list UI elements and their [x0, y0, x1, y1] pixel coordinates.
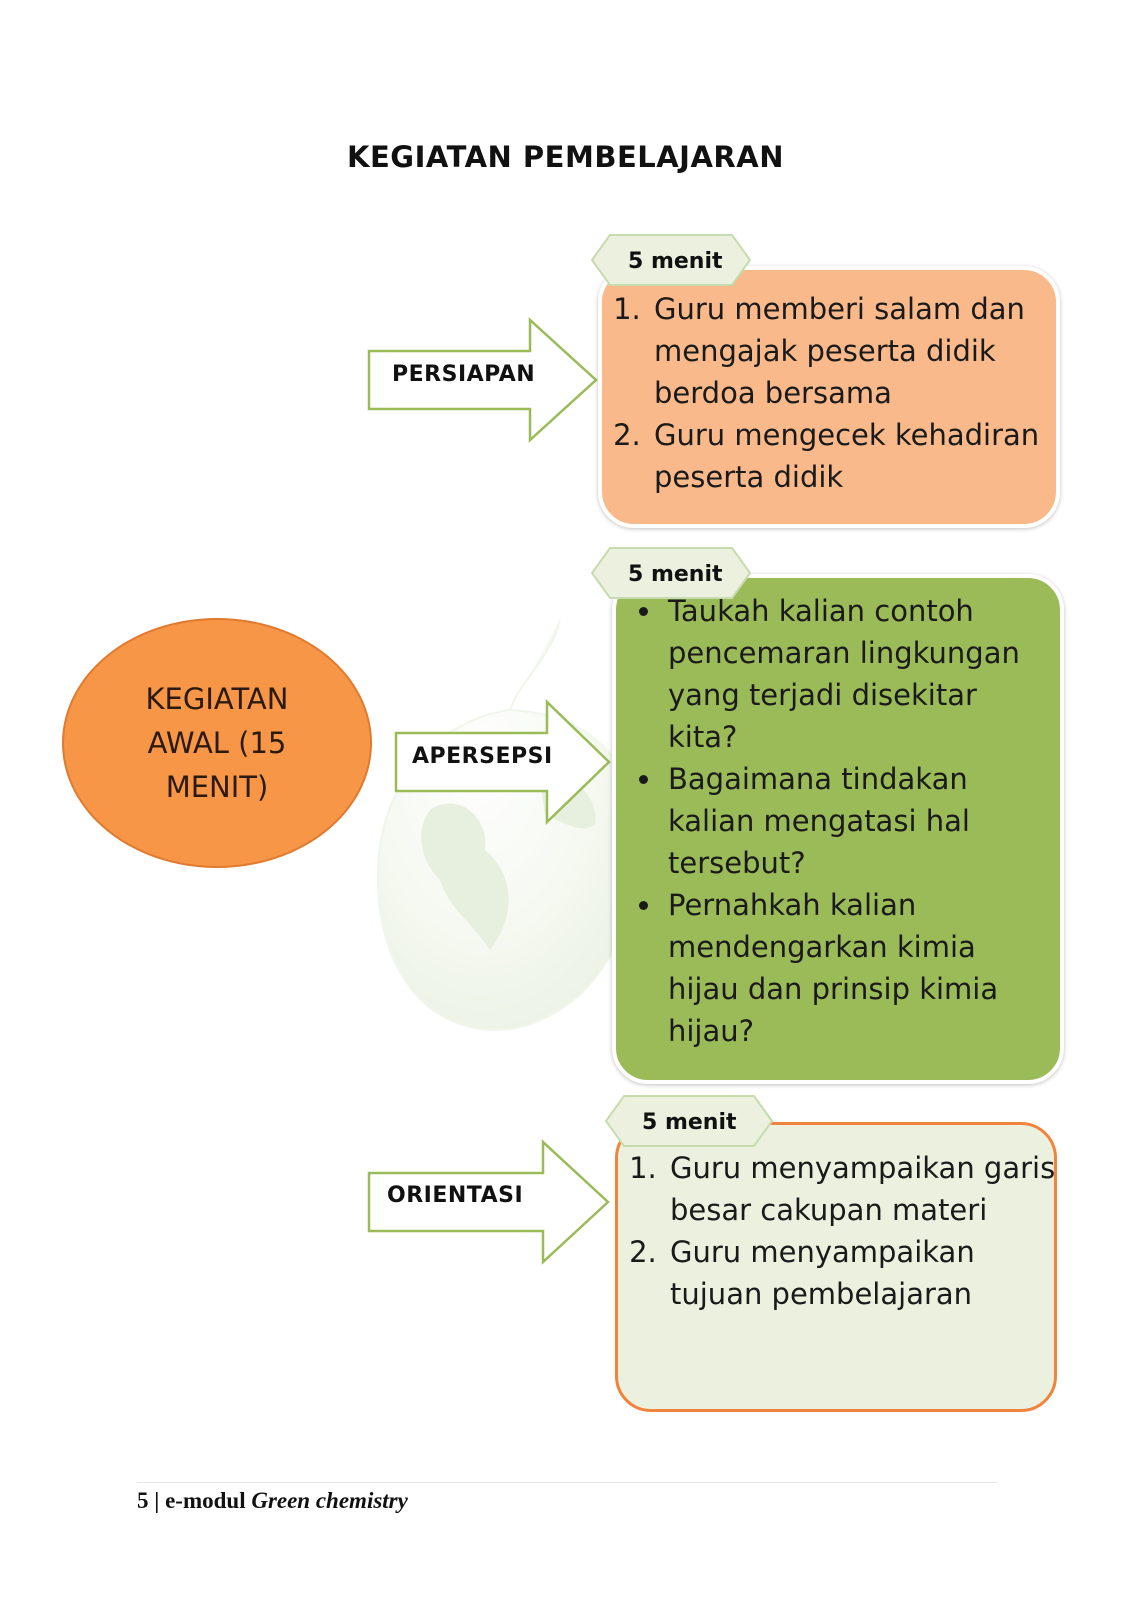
persiapan-label: PERSIAPAN [392, 362, 536, 387]
apersepsi-box: Taukah kalian contoh pencemaran lingkung… [612, 574, 1064, 1084]
persiapan-list: Guru memberi salam dan mengajak peserta … [612, 288, 1070, 498]
list-item: Guru mengecek kehadiran peserta didik [650, 414, 1070, 498]
footer-divider [137, 1482, 997, 1483]
orientasi-arrow [367, 1139, 610, 1265]
list-item: Pernahkah kalian mendengarkan kimia hija… [664, 884, 1024, 1052]
orientasi-label: ORIENTASI [387, 1183, 524, 1208]
orientasi-list: Guru menyampaikan garis besar cakupan ma… [628, 1147, 1076, 1315]
list-item: Guru menyampaikan tujuan pembelajaran [666, 1231, 1076, 1315]
list-item: Taukah kalian contoh pencemaran lingkung… [664, 590, 1024, 758]
apersepsi-label: APERSEPSI [412, 744, 553, 769]
list-item: Bagaimana tindakan kalian mengatasi hal … [664, 758, 1024, 884]
orientasi-duration-tab [604, 1095, 774, 1147]
persiapan-arrow [367, 317, 598, 443]
apersepsi-duration-tab [590, 547, 752, 599]
apersepsi-duration: 5 menit [628, 562, 723, 587]
globe-icon [376, 620, 640, 1032]
persiapan-duration: 5 menit [628, 249, 723, 274]
list-item: Guru menyampaikan garis besar cakupan ma… [666, 1147, 1076, 1231]
page-title: KEGIATAN PEMBELAJARAN [347, 140, 784, 174]
list-item: Guru memberi salam dan mengajak peserta … [650, 288, 1070, 414]
footer-prefix: e-modul [165, 1488, 246, 1513]
persiapan-duration-tab [590, 234, 752, 286]
orientasi-box: Guru menyampaikan garis besar cakupan ma… [615, 1122, 1057, 1412]
footer-separator: | [154, 1488, 160, 1513]
apersepsi-arrow [394, 699, 611, 825]
kegiatan-awal-label: KEGIATAN AWAL (15 MENIT) [145, 682, 289, 804]
persiapan-box: Guru memberi salam dan mengajak peserta … [598, 266, 1060, 528]
kegiatan-awal-oval: KEGIATAN AWAL (15 MENIT) [62, 618, 372, 868]
page-number: 5 [137, 1488, 149, 1513]
apersepsi-list: Taukah kalian contoh pencemaran lingkung… [636, 590, 1024, 1052]
page-footer: 5 | e-modul Green chemistry [137, 1488, 408, 1514]
orientasi-duration: 5 menit [642, 1110, 737, 1135]
footer-module-title: Green chemistry [251, 1488, 408, 1513]
